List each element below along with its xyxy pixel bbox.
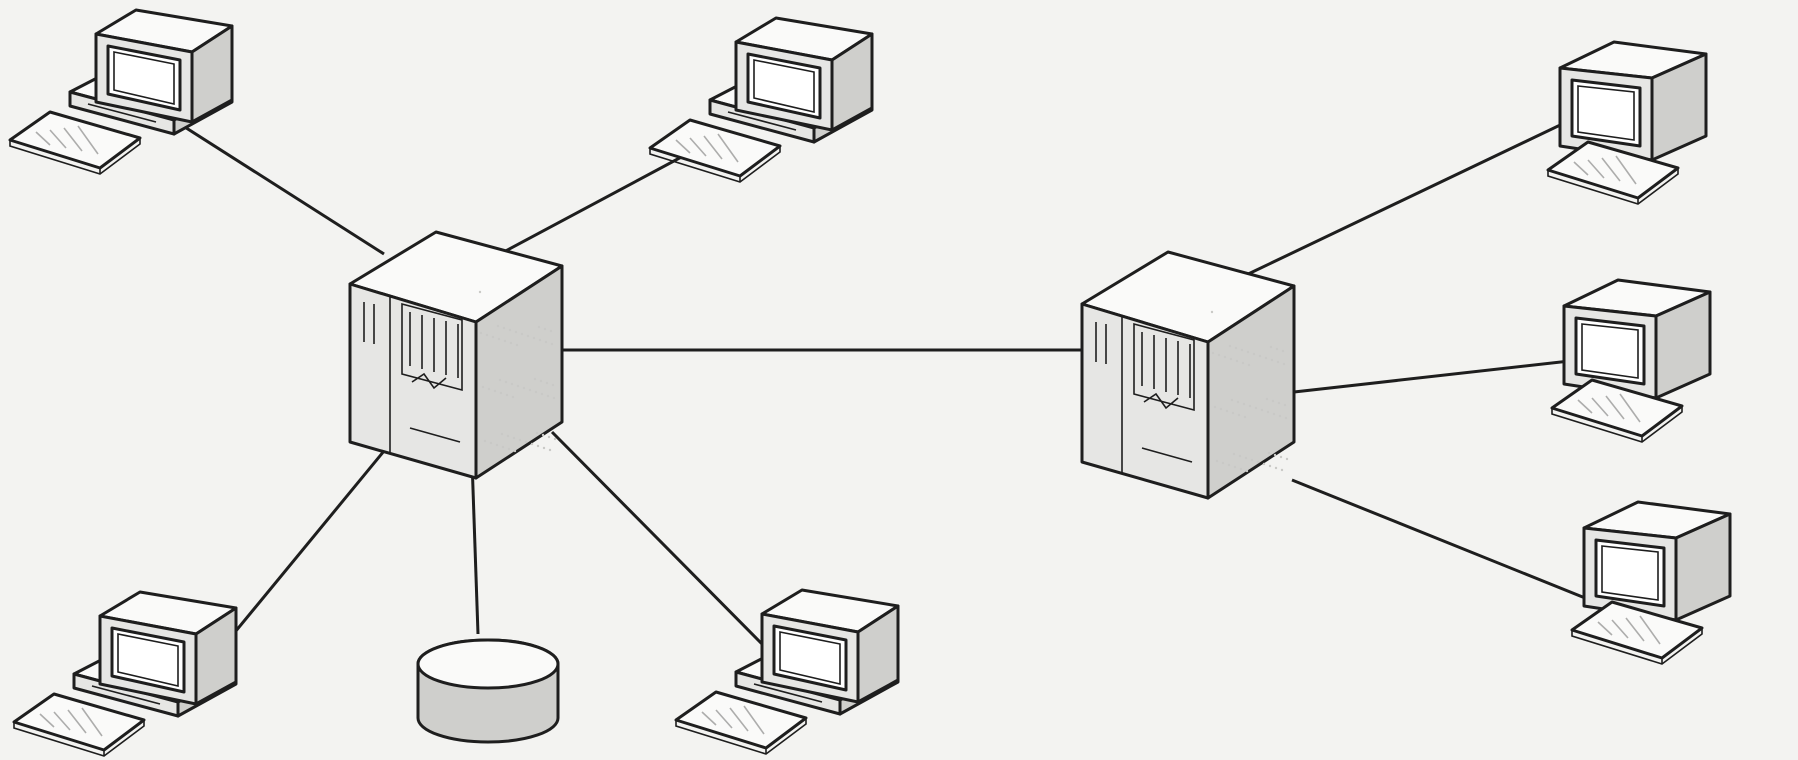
- terminal-icon: [1548, 42, 1706, 204]
- desktop-computer-icon: [650, 18, 872, 182]
- terminal-icon: [1552, 280, 1710, 442]
- link-server-a-to-storage: [472, 460, 478, 634]
- terminal-icon: [1572, 502, 1730, 664]
- link-server-a-to-workstation-2: [500, 146, 702, 254]
- link-server-a-to-workstation-3: [212, 434, 398, 660]
- link-server-a-to-workstation-4: [552, 432, 766, 648]
- database-disk-icon: [418, 640, 558, 742]
- link-server-b-to-terminal-3: [1292, 480, 1600, 604]
- desktop-computer-icon: [676, 590, 898, 754]
- link-server-b-to-terminal-1: [1244, 106, 1600, 276]
- desktop-computer-icon: [14, 592, 236, 756]
- server-icon: [1082, 252, 1294, 498]
- nodes: [10, 10, 1730, 756]
- server-icon: [350, 232, 562, 478]
- link-server-a-to-workstation-1: [180, 124, 384, 254]
- desktop-computer-icon: [10, 10, 232, 174]
- cylinder-top: [418, 640, 558, 688]
